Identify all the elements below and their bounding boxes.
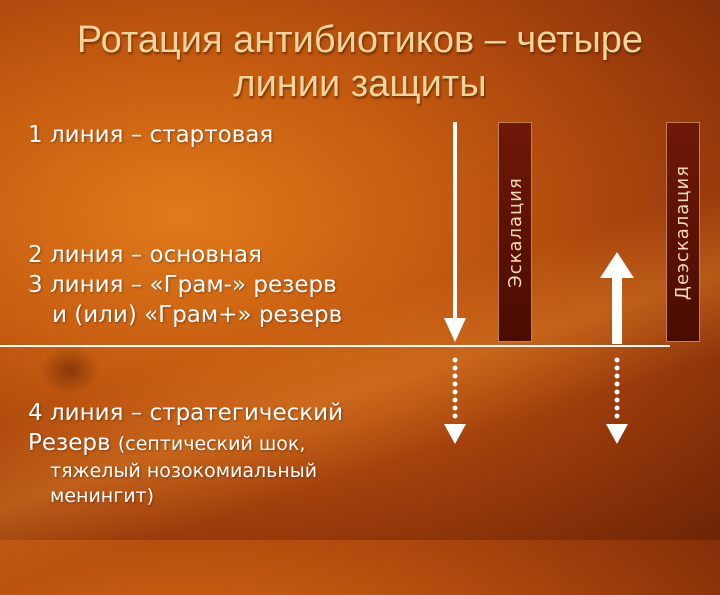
line-4-text: 4 линия – стратегический [28,400,344,426]
title-line-1: Ротация антибиотиков – четыре [76,19,644,61]
reserve-note: (септический шок, [117,433,306,455]
escalation-band: Эскалация [498,122,532,342]
line-4-reserve: Резерв (септический шок, [28,428,343,459]
deescalation-band: Деэскалация [666,122,700,342]
escalation-dotted-shaft [452,357,458,419]
lines-2-3-block: 2 линия – основная 3 линия – «Грам-» рез… [28,240,342,330]
reserve-note-line-3: менингит) [50,485,155,507]
escalation-arrow-head [444,318,466,342]
line-1-text: 1 линия – стартовая [28,122,274,148]
slide-title: Ротация антибиотиков – четыре линии защи… [0,18,720,106]
line-4-block: 4 линия – стратегический Резерв (септиче… [28,398,343,509]
line-3-continuation: и (или) «Грам+» резерв [52,302,343,328]
deescalation-label: Деэскалация [672,164,694,300]
deescalation-arrow-shaft [612,278,622,344]
line-3-text: 3 линия – «Грам-» резерв [28,272,337,298]
line-2-text: 2 линия – основная [28,242,262,268]
deescalation-dotted-arrow-head [606,424,628,444]
runner-silhouette [40,345,100,395]
reserve-note-line-2: тяжелый нозокомиальный [50,460,318,482]
deescalation-dotted-shaft [614,357,620,419]
escalation-label: Эскалация [504,176,526,288]
deescalation-arrow-head [600,252,634,278]
arrows-diagram [0,0,720,540]
title-line-2: линии защиты [233,63,487,105]
reserve-label: Резерв [28,430,111,456]
escalation-dotted-arrow-head [444,424,466,444]
